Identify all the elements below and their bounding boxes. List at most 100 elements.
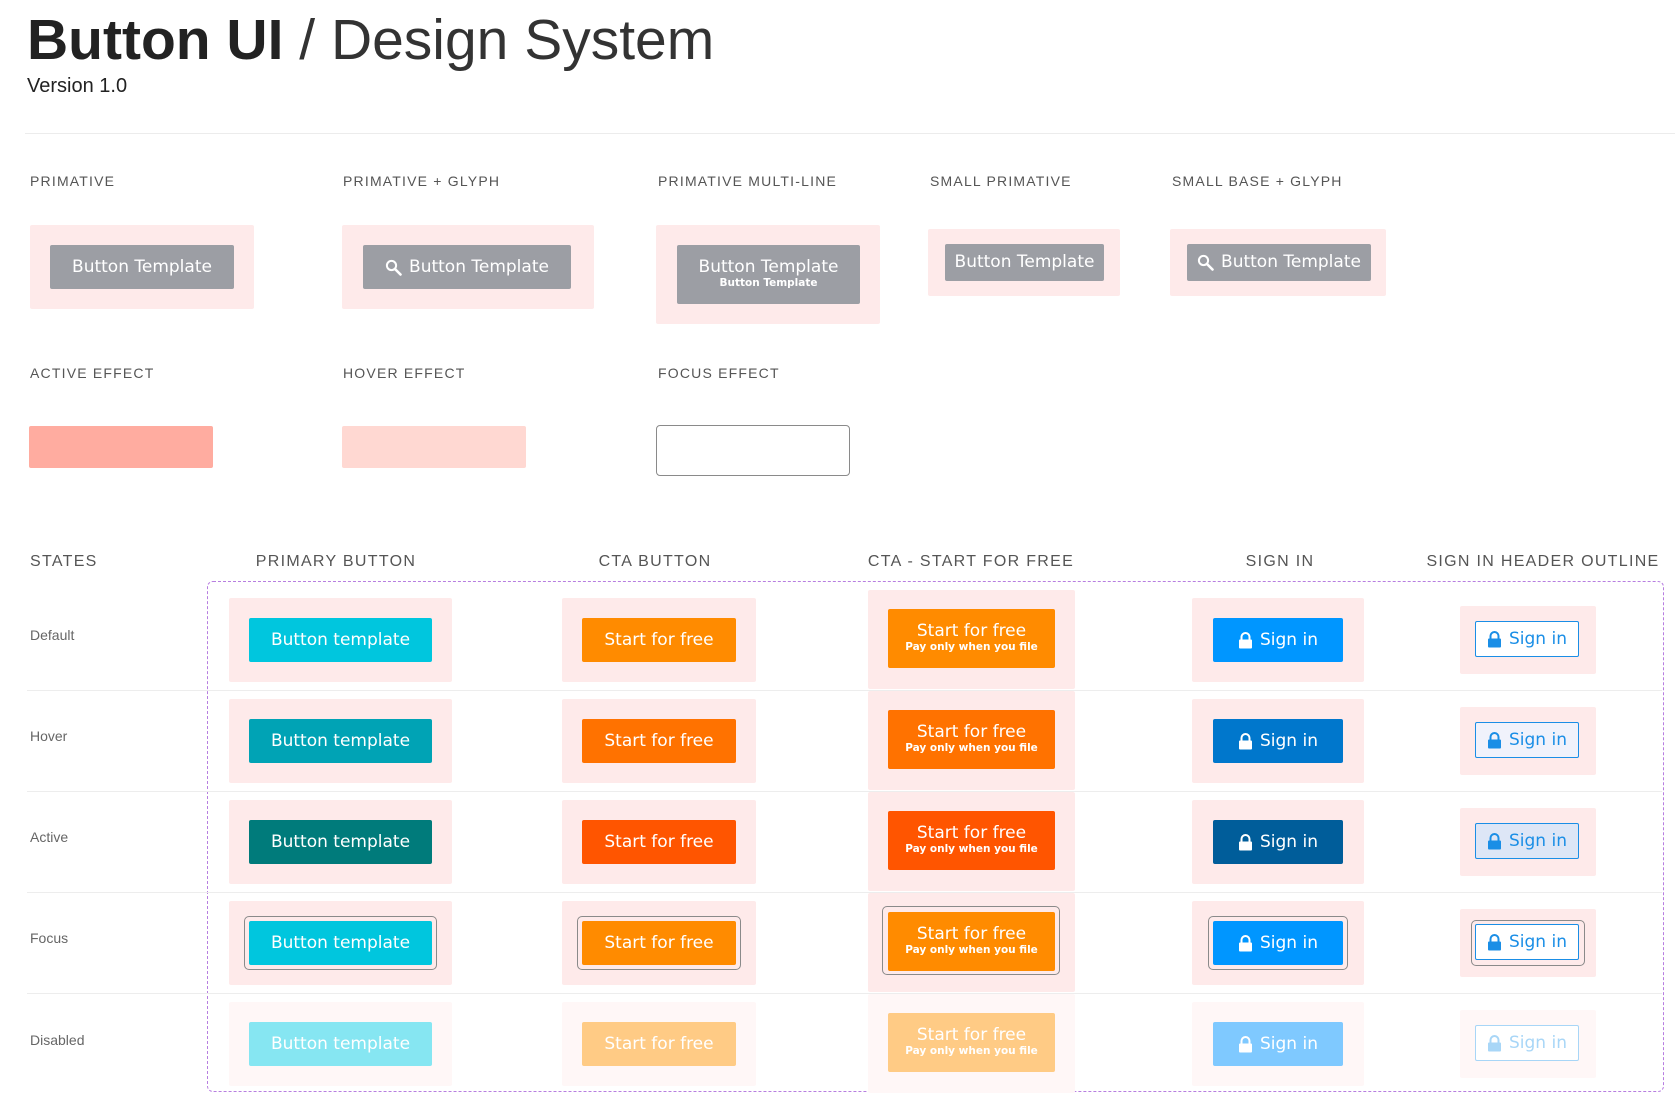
column-header-sign-in-outline: SIGN IN HEADER OUTLINE — [1426, 553, 1660, 570]
primative-multiline-label: PRIMATIVE MULTI-LINE — [658, 173, 838, 189]
cta-button-label: Start for free — [604, 831, 714, 852]
cta-free-sub-label: Pay only when you file — [905, 944, 1038, 957]
sign-in-content: Sign in — [1238, 730, 1318, 751]
row-divider — [27, 690, 1662, 691]
primary-button-label: Button template — [270, 1033, 411, 1054]
primary-button-disabled[interactable]: Button template — [249, 1022, 432, 1066]
states-header: STATES — [30, 553, 98, 570]
small-primative-button-label: Button Template — [954, 252, 1095, 273]
primary-button-label: Button template — [270, 730, 411, 751]
primary-button-focus[interactable]: Button template — [249, 921, 432, 965]
sign-in-outline-content: Sign in — [1487, 1032, 1567, 1053]
primative-button-label: Button Template — [72, 256, 212, 277]
cta-focus-ring — [577, 916, 741, 970]
lock-icon — [1238, 631, 1253, 649]
sign-in-outline-focus-ring — [1471, 920, 1585, 966]
sign-in-outline-button-label: Sign in — [1509, 729, 1567, 750]
small-base-glyph-button-label: Button Template — [1221, 252, 1361, 273]
cta-button-hover[interactable]: Start for free — [582, 719, 736, 763]
sign-in-outline-button-active[interactable]: Sign in — [1475, 823, 1579, 859]
cta-button-focus[interactable]: Start for free — [582, 921, 736, 965]
lock-icon — [1238, 1035, 1253, 1053]
primative-multiline-button[interactable]: Button Template Button Template — [677, 245, 860, 304]
sign-in-focus-ring — [1208, 916, 1348, 970]
primary-button-label: Button template — [270, 629, 411, 650]
sign-in-button-label: Sign in — [1260, 1033, 1318, 1054]
sign-in-outline-button-focus[interactable]: Sign in — [1475, 924, 1579, 960]
sign-in-button-hover[interactable]: Sign in — [1213, 719, 1343, 763]
lock-icon — [1238, 934, 1253, 952]
primary-button-label: Button template — [270, 831, 411, 852]
column-header-primary: PRIMARY BUTTON — [255, 553, 417, 570]
title-bold: Button UI — [27, 8, 284, 72]
sign-in-outline-button-label: Sign in — [1509, 1032, 1567, 1053]
sign-in-outline-button-label: Sign in — [1509, 830, 1567, 851]
cta-button-disabled[interactable]: Start for free — [582, 1022, 736, 1066]
state-label-active: Active — [30, 829, 69, 845]
sign-in-button-focus[interactable]: Sign in — [1213, 921, 1343, 965]
sign-in-button-default[interactable]: Sign in — [1213, 618, 1343, 662]
sign-in-outline-button-label: Sign in — [1509, 628, 1567, 649]
search-icon — [1197, 254, 1214, 271]
focus-effect-label: FOCUS EFFECT — [658, 365, 780, 381]
sign-in-content: Sign in — [1238, 832, 1318, 852]
sign-in-content: Sign in — [1238, 933, 1318, 953]
title-rest: / Design System — [299, 8, 715, 72]
page-title: Button UI / Design System — [27, 12, 714, 69]
primary-button-active[interactable]: Button template — [249, 820, 432, 864]
lock-icon — [1487, 630, 1502, 648]
sign-in-button-label: Sign in — [1260, 730, 1318, 751]
small-primative-button[interactable]: Button Template — [945, 244, 1104, 281]
primary-button-hover[interactable]: Button template — [249, 719, 432, 763]
sign-in-outline-button-label: Sign in — [1509, 931, 1567, 952]
primary-button-default[interactable]: Button template — [249, 618, 432, 662]
cta-free-main-label: Start for free — [916, 924, 1027, 945]
primative-label: PRIMATIVE — [30, 173, 116, 189]
cta-free-sub-label: Pay only when you file — [905, 742, 1038, 755]
sign-in-outline-content: Sign in — [1487, 931, 1567, 952]
cta-free-sub-label: Pay only when you file — [905, 1045, 1038, 1058]
cta-button-label: Start for free — [604, 629, 714, 650]
sign-in-button-active[interactable]: Sign in — [1213, 820, 1343, 864]
hover-effect-label: HOVER EFFECT — [343, 365, 466, 381]
cta-free-focus-ring — [882, 906, 1060, 975]
cta-free-main-label: Start for free — [916, 1025, 1027, 1046]
cta-button-default[interactable]: Start for free — [582, 618, 736, 662]
sign-in-outline-button-default[interactable]: Sign in — [1475, 621, 1579, 657]
column-header-cta-free: CTA - START FOR FREE — [867, 553, 1075, 570]
state-label-hover: Hover — [30, 728, 68, 744]
row-divider — [27, 993, 1662, 994]
row-divider — [27, 791, 1662, 792]
cta-free-sub-label: Pay only when you file — [905, 843, 1038, 856]
primative-glyph-button[interactable]: Button Template — [363, 245, 571, 289]
primative-button[interactable]: Button Template — [50, 245, 234, 289]
sign-in-outline-button-disabled[interactable]: Sign in — [1475, 1025, 1579, 1061]
sign-in-outline-button-hover[interactable]: Sign in — [1475, 722, 1579, 758]
state-label-disabled: Disabled — [30, 1032, 85, 1048]
sign-in-button-disabled[interactable]: Sign in — [1213, 1022, 1343, 1066]
lock-icon — [1238, 833, 1253, 851]
header-divider — [25, 133, 1675, 134]
sign-in-button-label: Sign in — [1260, 629, 1318, 650]
lock-icon — [1487, 731, 1502, 749]
lock-icon — [1487, 1034, 1502, 1052]
small-base-glyph-button[interactable]: Button Template — [1187, 244, 1371, 281]
column-header-sign-in: SIGN IN — [1245, 553, 1315, 570]
sign-in-outline-content: Sign in — [1487, 628, 1567, 649]
primary-button-label: Button template — [270, 932, 411, 953]
primative-multiline-main-label: Button Template — [698, 257, 839, 278]
row-divider — [27, 892, 1662, 893]
sign-in-outline-content: Sign in — [1487, 729, 1567, 750]
active-effect-label: ACTIVE EFFECT — [30, 365, 155, 381]
active-effect-swatch — [29, 426, 213, 468]
small-primative-label: SMALL PRIMATIVE — [930, 173, 1072, 189]
sign-in-content: Sign in — [1238, 629, 1318, 650]
primative-multiline-sub-label: Button Template — [719, 277, 818, 290]
primative-glyph-button-label: Button Template — [409, 256, 549, 277]
cta-button-active[interactable]: Start for free — [582, 820, 736, 864]
